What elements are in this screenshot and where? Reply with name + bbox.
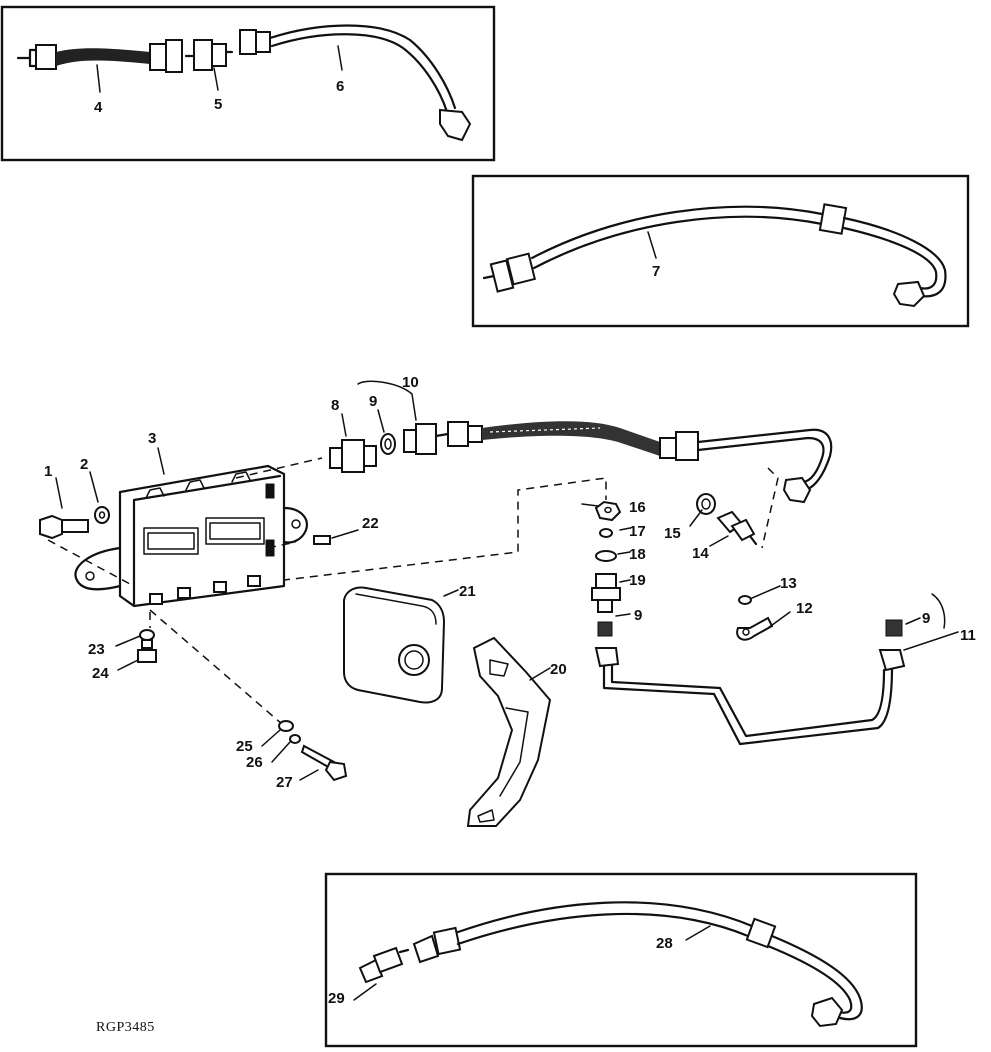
- callout-4: 4: [94, 99, 103, 116]
- part-8-fitting: [329, 439, 377, 473]
- part-16-nut: [594, 500, 622, 522]
- callout-1: 1: [44, 463, 52, 480]
- part-11-steel-line: [594, 647, 906, 746]
- callout-10: 10: [402, 374, 419, 391]
- callout-16: 16: [629, 499, 646, 516]
- part-15-washer: [696, 493, 716, 515]
- callout-3: 3: [148, 430, 156, 447]
- part-2-washer: [94, 506, 110, 524]
- callout-21: 21: [459, 583, 476, 600]
- callout-5: 5: [214, 96, 222, 113]
- part-9-seal-upper: [380, 433, 396, 455]
- callout-26: 26: [246, 754, 263, 771]
- callout-24: 24: [92, 665, 109, 682]
- callout-12: 12: [796, 600, 813, 617]
- part-21-cover: [343, 586, 446, 704]
- part-13-washer: [738, 595, 752, 605]
- callout-6: 6: [336, 78, 344, 95]
- callout-19: 19: [629, 572, 646, 589]
- part-20-bracket: [466, 636, 552, 827]
- part-9-seal-right: [885, 619, 903, 637]
- part-10-hose-assembly: [403, 421, 833, 504]
- callout-9-upper: 9: [369, 393, 377, 410]
- inset-frame-right: 7: [471, 174, 970, 328]
- callout-11: 11: [960, 627, 976, 644]
- callout-17: 17: [629, 523, 646, 540]
- callout-7: 7: [652, 263, 660, 280]
- part-22-stud: [313, 535, 331, 545]
- part-29-fitting: [358, 946, 410, 984]
- figure-reference: RGP3485: [96, 1020, 155, 1035]
- callout-13: 13: [780, 575, 797, 592]
- callout-9-right: 9: [922, 610, 930, 627]
- part-27-bolt: [300, 744, 348, 782]
- part-24-bolt: [137, 639, 157, 663]
- part-1-bolt: [39, 514, 89, 540]
- part-17-oring: [599, 528, 613, 538]
- part-7-fuel-line: [482, 203, 947, 308]
- part-19-fitting: [591, 573, 621, 613]
- callout-27: 27: [276, 774, 293, 791]
- callout-29: 29: [328, 990, 345, 1007]
- callout-25: 25: [236, 738, 253, 755]
- part-23-washer: [139, 629, 155, 641]
- callout-14: 14: [692, 545, 709, 562]
- part-3-bracket: [74, 464, 308, 608]
- callout-18: 18: [629, 546, 646, 563]
- callout-2: 2: [80, 456, 88, 473]
- part-4-braided-hose: [16, 39, 183, 73]
- part-14-fitting: [716, 510, 758, 546]
- main-assembly: 10 8 9: [39, 374, 976, 827]
- part-18-oring: [595, 550, 617, 562]
- callout-8: 8: [331, 397, 339, 414]
- part-26-lockwasher: [289, 734, 301, 744]
- callout-9-middle: 9: [634, 607, 642, 624]
- part-6-steel-line: [239, 24, 472, 142]
- callout-20: 20: [550, 661, 567, 678]
- inset-frame-bottom: 28 29: [324, 872, 918, 1048]
- part-12-clamp: [736, 616, 774, 641]
- part-9-seal-middle: [597, 621, 613, 637]
- inset-frame-top-left: 4 5 6: [0, 5, 496, 162]
- callout-15: 15: [664, 525, 681, 542]
- part-25-washer: [278, 720, 294, 732]
- part-28-fuel-line: [412, 901, 863, 1028]
- callout-28: 28: [656, 935, 673, 952]
- callout-23: 23: [88, 641, 105, 658]
- callout-22: 22: [362, 515, 379, 532]
- part-5-adapter: [184, 39, 234, 71]
